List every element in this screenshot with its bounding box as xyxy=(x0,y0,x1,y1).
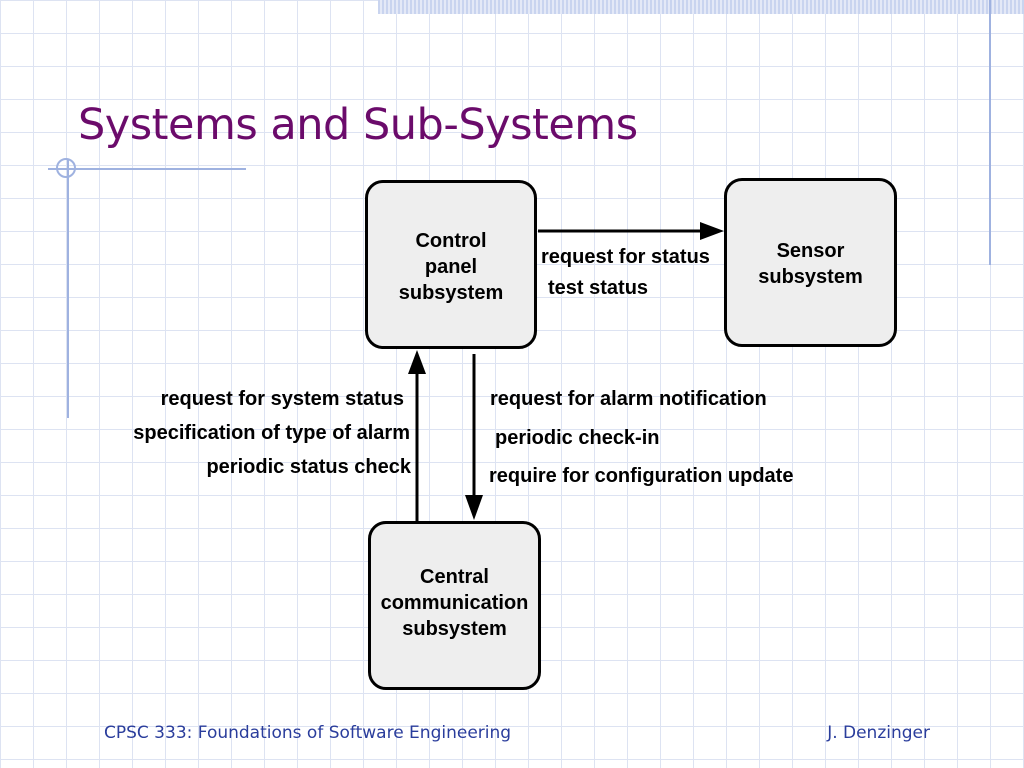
flow-label-request-for-status: request for status xyxy=(541,246,710,268)
flow-label-periodic-status-check: periodic status check xyxy=(206,456,411,478)
flow-label-test-status: test status xyxy=(548,277,649,299)
footer-course: CPSC 333: Foundations of Software Engine… xyxy=(104,723,512,743)
central-communication-label: Central communication subsystem xyxy=(380,566,529,640)
arrow-control-to-sensor xyxy=(538,222,724,240)
flow-label-request-for-system-status: request for system status xyxy=(160,388,404,410)
arrow-control-to-central xyxy=(465,354,483,520)
flow-label-periodic-check-in: periodic check-in xyxy=(495,427,660,449)
arrow-central-to-control xyxy=(408,350,426,521)
top-decorative-band xyxy=(378,0,1024,14)
flow-label-specification-of-type-of-alarm: specification of type of alarm xyxy=(133,422,410,444)
flow-label-require-for-configuration-update: require for configuration update xyxy=(489,465,794,487)
flow-label-request-for-alarm-notification: request for alarm notification xyxy=(490,388,767,410)
sensor-subsystem-box: Sensor subsystem xyxy=(724,178,897,347)
left-decorative-rule xyxy=(67,160,69,418)
sensor-label: Sensor subsystem xyxy=(758,240,863,288)
central-communication-subsystem-box: Central communication subsystem xyxy=(368,521,541,690)
right-decorative-rule xyxy=(989,0,991,265)
slide-title: Systems and Sub-Systems xyxy=(78,100,638,150)
control-panel-subsystem-box: Control panel subsystem xyxy=(365,180,537,349)
control-panel-label: Control panel subsystem xyxy=(398,230,504,304)
footer-author: J. Denzinger xyxy=(827,723,930,743)
title-underline-rule xyxy=(48,168,246,170)
crosshair-ornament xyxy=(56,158,76,178)
